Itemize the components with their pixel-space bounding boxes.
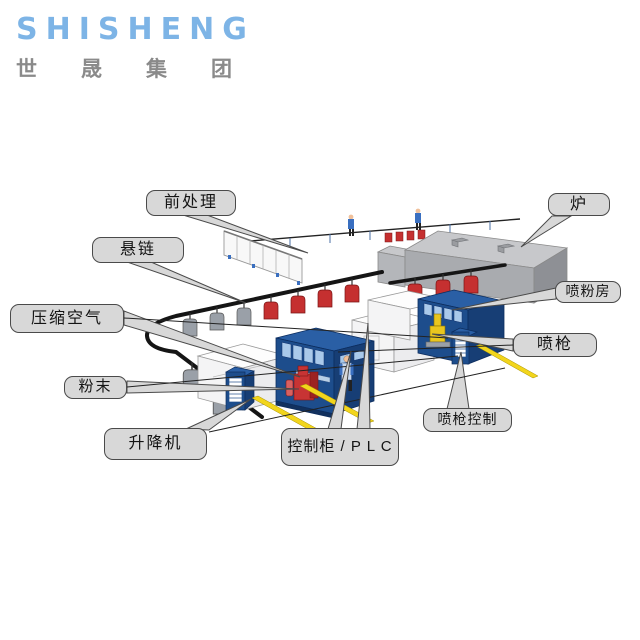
powder-machine-right-graphic [417,289,505,365]
callout-powder: 粉末 [64,376,127,399]
pretreatment-tunnel-graphic [223,230,303,285]
overhead-chain-graphic [145,263,507,419]
logo: SHISHENG 世晟集团 [16,12,276,83]
callout-spray-gun: 喷枪 [513,333,597,357]
back-conveyor-run-graphic [224,208,521,250]
logo-chinese-name: 世晟集团 [16,58,276,81]
worker-figure-back-left [348,214,354,236]
callout-powder-booth: 喷粉房 [555,281,621,303]
callout-pretreatment: 前处理 [146,190,236,216]
callout-lifter: 升降机 [104,428,207,460]
red-parts-back-run [384,229,426,243]
callout-control-cabinet: 控制柜 / P L C [281,428,399,466]
callout-gun-control: 喷枪控制 [423,408,512,432]
callout-oven: 炉 [548,193,610,216]
callout-compressed-air: 压缩空气 [10,304,124,333]
worker-figure-back-right [415,208,421,230]
logo-wordmark: SHISHENG [16,12,255,47]
callout-overhead-chain: 悬链 [92,237,184,263]
